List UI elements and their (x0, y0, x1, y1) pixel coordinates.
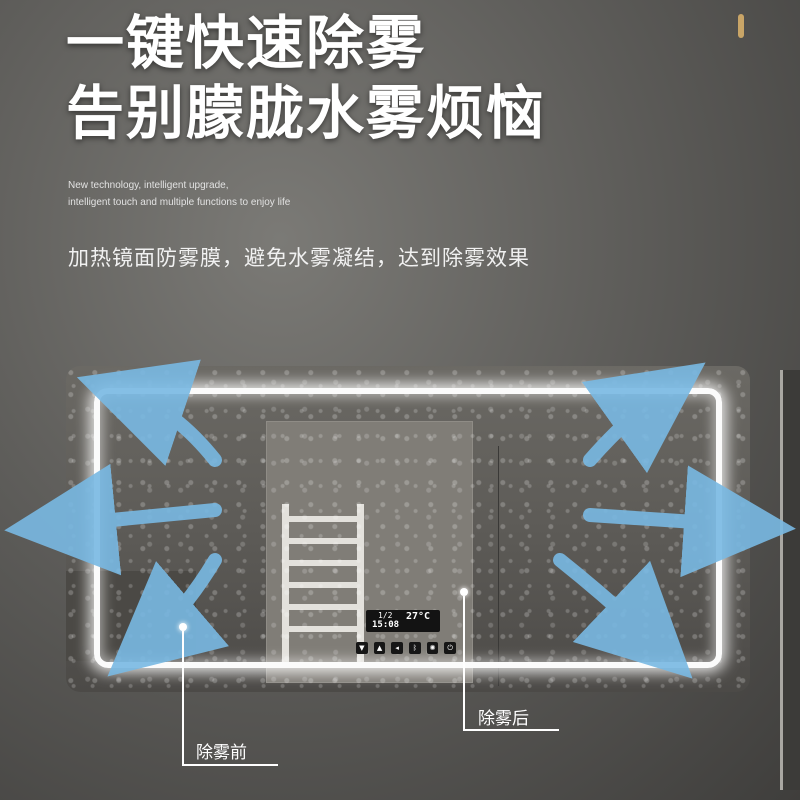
towel-rack-rung (289, 560, 357, 566)
callout-before: 除雾前 (196, 743, 247, 763)
arrow-bottom-left-icon (107, 553, 229, 677)
defog-button[interactable]: ✺ (426, 642, 439, 654)
callout-line-after (463, 596, 465, 730)
headline-line-1: 一键快速除雾 (66, 9, 427, 77)
callout-line-before (182, 631, 184, 765)
arrow-top-right-icon (581, 362, 706, 474)
towel-rack-rung (289, 582, 357, 588)
display-temperature: 27°C (406, 611, 431, 622)
headline-line-2: 告别朦胧水雾烦恼 (66, 79, 547, 147)
reflected-wall-panel (266, 421, 473, 683)
towel-rack-rung (289, 604, 357, 610)
reflected-towel-rack (282, 504, 364, 664)
tagline-line-1: New technology, intelligent upgrade, (68, 180, 229, 191)
display-date: 1/2 (378, 611, 393, 620)
callout-underline-after (463, 729, 559, 731)
down-button[interactable]: ▼ (356, 642, 368, 654)
callout-after: 除雾后 (478, 709, 529, 729)
arrow-left-icon (4, 463, 222, 576)
bluetooth-button[interactable]: ᛒ (409, 642, 421, 654)
towel-rack-rung (289, 538, 357, 544)
callout-dot-after (460, 588, 468, 596)
feature-description: 加热镜面防雾膜，避免水雾凝结，达到除雾效果 (68, 246, 530, 270)
towel-rack-rung (289, 516, 357, 522)
mirror-display: 1/2 15:08 27°C (366, 610, 440, 632)
touch-buttons: ▼ ▲ ◂ ᛒ ✺ ⏻ (356, 642, 457, 654)
arrow-right-icon (583, 465, 796, 578)
callout-underline-before (182, 764, 278, 766)
callout-dot-before (179, 623, 187, 631)
tagline-line-2: intelligent touch and multiple functions… (68, 197, 291, 208)
reflected-door-frame (498, 446, 499, 686)
display-time: 15:08 (372, 620, 400, 630)
arrow-top-left-icon (76, 359, 222, 467)
power-button[interactable]: ⏻ (444, 642, 457, 654)
up-button[interactable]: ▲ (373, 642, 386, 654)
arrow-bottom-right-icon (553, 553, 693, 679)
sound-button[interactable]: ◂ (391, 642, 404, 654)
towel-rack-rung (289, 626, 357, 632)
accent-mark (738, 14, 744, 38)
